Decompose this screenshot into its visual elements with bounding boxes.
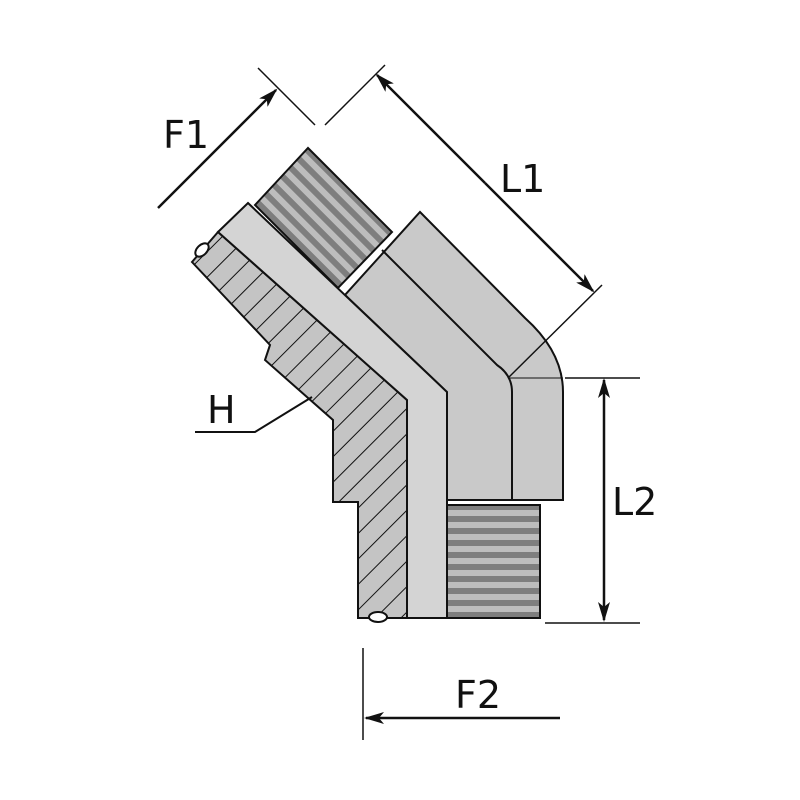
lower-thread — [446, 504, 541, 619]
l1-arrow-a — [375, 73, 486, 184]
f1-ext-2 — [324, 64, 386, 126]
l1-ext — [507, 284, 603, 379]
f1-arrow — [157, 88, 278, 209]
f2-label: F2 — [455, 673, 501, 717]
o-ring-lower — [368, 611, 388, 623]
l1-arrow-b — [484, 182, 595, 293]
h-label: H — [207, 388, 236, 432]
f1-label: F1 — [163, 113, 209, 157]
f1-ext-1 — [257, 67, 316, 126]
upper-thread — [253, 146, 394, 290]
h-leader — [195, 396, 313, 433]
o-ring-upper — [194, 242, 210, 258]
l1-label: L1 — [500, 157, 545, 201]
l2-label: L2 — [612, 480, 657, 524]
